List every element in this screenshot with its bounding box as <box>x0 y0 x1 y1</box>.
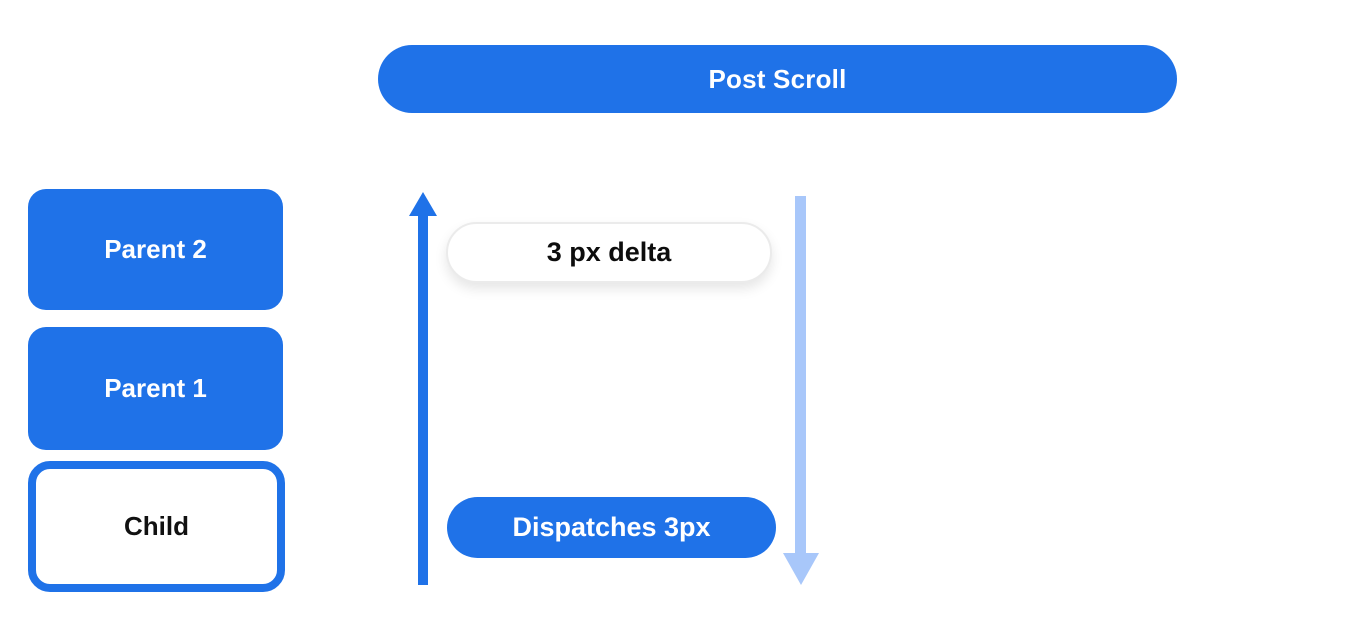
post-scroll-banner: Post Scroll <box>378 45 1177 113</box>
down-arrow-shaft <box>795 196 806 556</box>
up-arrow-icon <box>409 192 437 216</box>
node-parent-1-label: Parent 1 <box>104 373 207 403</box>
up-arrow-shaft <box>418 212 428 585</box>
dispatch-pill-label: Dispatches 3px <box>512 512 711 542</box>
node-child: Child <box>28 461 285 592</box>
node-child-label: Child <box>124 511 189 541</box>
dispatch-pill: Dispatches 3px <box>447 497 776 558</box>
node-parent-2-label: Parent 2 <box>104 234 207 264</box>
node-parent-1: Parent 1 <box>28 327 283 450</box>
delta-pill: 3 px delta <box>446 222 772 283</box>
node-parent-2: Parent 2 <box>28 189 283 310</box>
post-scroll-banner-label: Post Scroll <box>708 63 847 94</box>
delta-pill-label: 3 px delta <box>546 237 672 267</box>
down-arrow-icon <box>783 553 819 585</box>
